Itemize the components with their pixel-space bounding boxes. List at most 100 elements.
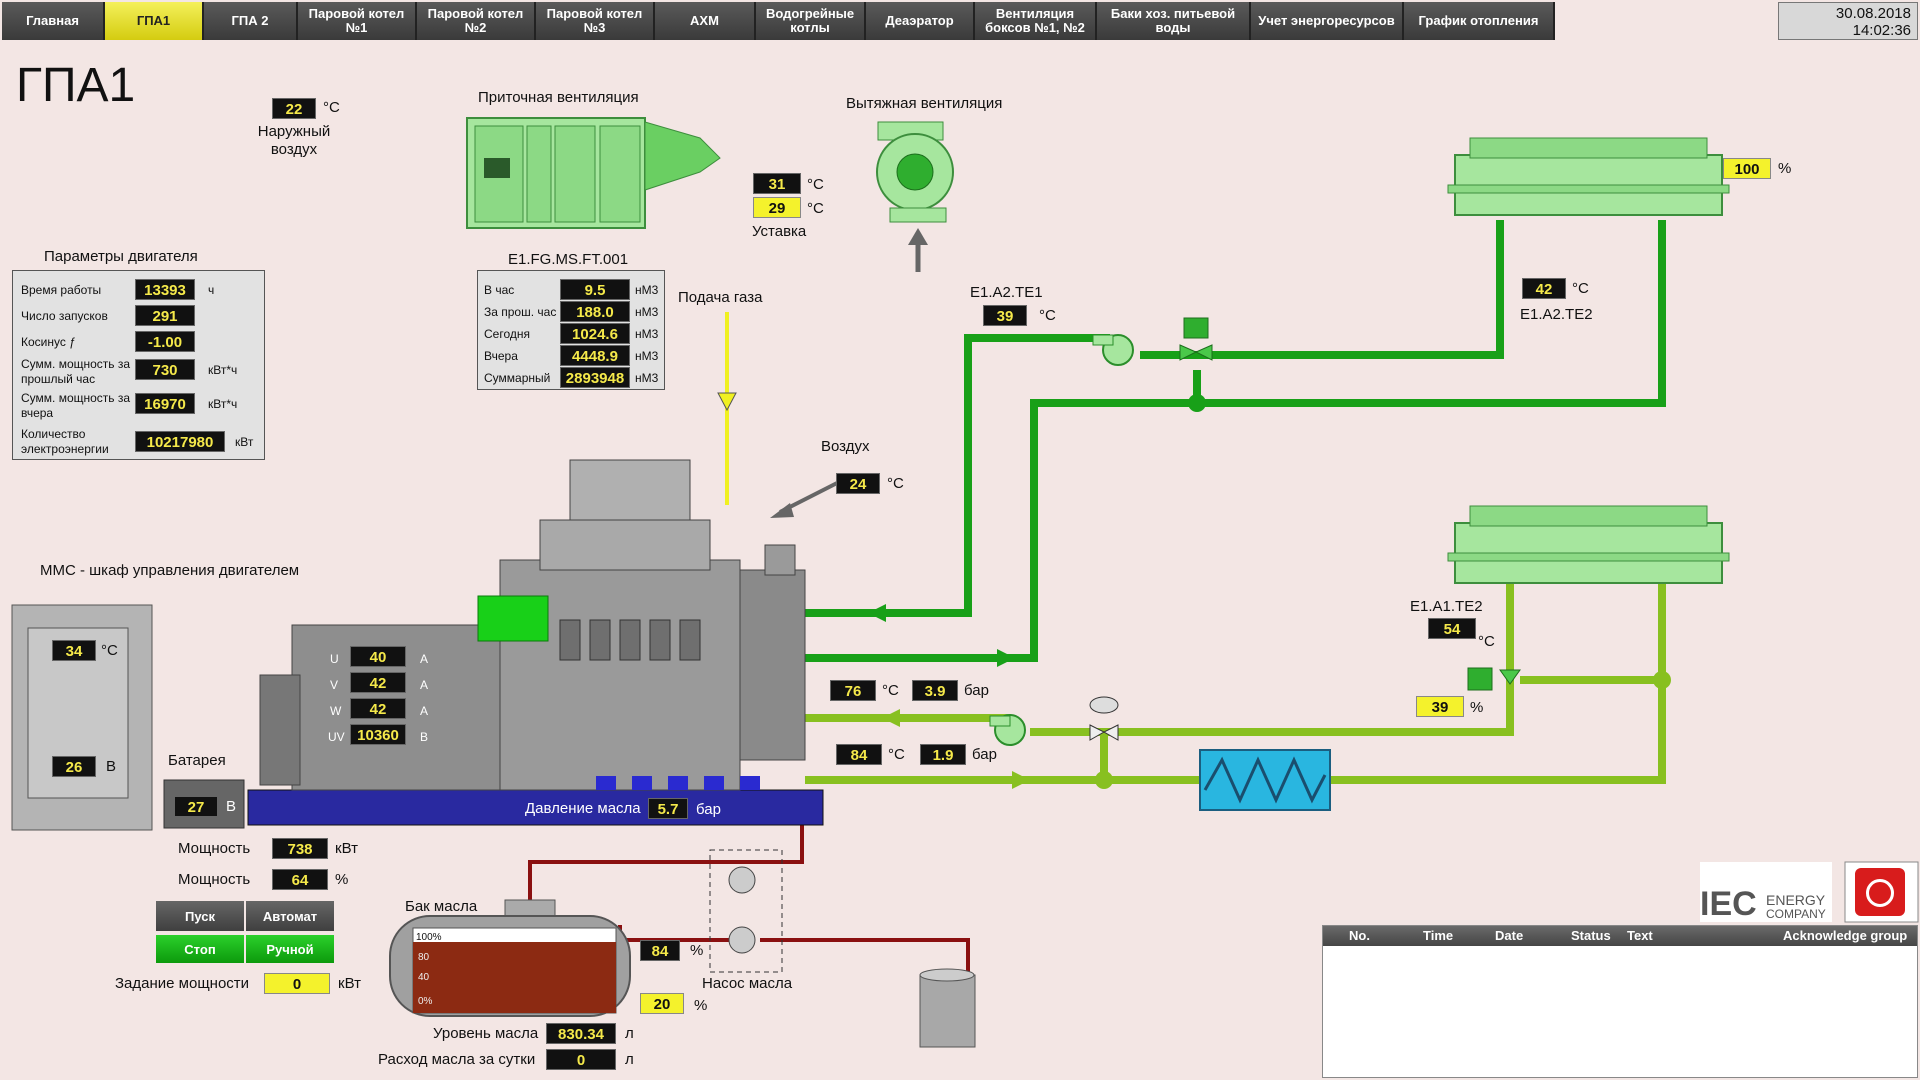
air-label: Воздух bbox=[821, 438, 870, 455]
valve-lo bbox=[1089, 696, 1119, 741]
cooler-hi bbox=[1447, 137, 1730, 216]
manual-button[interactable]: Ручной bbox=[246, 935, 334, 963]
supply-vent-setpoint[interactable]: 29 bbox=[753, 197, 801, 218]
param-label: Сумм. мощность за вчера bbox=[21, 391, 131, 420]
nav-akhm[interactable]: АХМ bbox=[655, 2, 756, 40]
oil-pct-1: 84 bbox=[640, 940, 680, 961]
nav-boiler-3[interactable]: Паровой котел №3 bbox=[536, 2, 655, 40]
nav-energy-accounting[interactable]: Учет энергоресурсов bbox=[1251, 2, 1404, 40]
auto-button[interactable]: Автомат bbox=[246, 901, 334, 931]
nav-deaerator[interactable]: Деаэратор bbox=[866, 2, 975, 40]
outdoor-label: Наружный воздух bbox=[257, 123, 331, 158]
param-label: Число запусков bbox=[21, 309, 108, 323]
oil-pct-2-unit: % bbox=[694, 997, 708, 1014]
gen-phase-unit: A bbox=[420, 704, 429, 718]
oil-flow-unit: л bbox=[625, 1051, 634, 1068]
gas-row-unit: нМ3 bbox=[635, 349, 659, 363]
oil-flow-label: Расход масла за сутки bbox=[378, 1051, 536, 1068]
gas-row-label: Сегодня bbox=[484, 327, 530, 341]
param-unit: ч bbox=[208, 283, 215, 297]
supply-vent-unit bbox=[466, 117, 721, 229]
battery-value: 27 bbox=[174, 796, 218, 817]
lo-te2-label: E1.A1.TE2 bbox=[1410, 598, 1483, 615]
supply-vent-temp-unit: °C bbox=[807, 176, 824, 193]
gas-row-label: Вчера bbox=[484, 349, 518, 363]
oil-pressure-value: 5.7 bbox=[648, 798, 688, 819]
alarm-col[interactable]: No. bbox=[1349, 928, 1370, 943]
nav-box-ventilation[interactable]: Вентиляция боксов №1, №2 bbox=[975, 2, 1097, 40]
alarm-col[interactable]: Date bbox=[1495, 928, 1524, 943]
power-setpoint-input[interactable]: 0 bbox=[264, 973, 330, 994]
gen-phase-label: U bbox=[330, 652, 339, 666]
power-setpoint-unit: кВт bbox=[338, 975, 361, 992]
nav-boiler-2[interactable]: Паровой котел №2 bbox=[417, 2, 536, 40]
alarm-col[interactable]: Acknowledge group bbox=[1783, 928, 1908, 943]
lo-p-out-value: 3.9 bbox=[912, 680, 958, 701]
page-title: ГПА1 bbox=[16, 59, 136, 112]
mms-temp-value: 34 bbox=[52, 640, 96, 661]
lo-temp-junction bbox=[1095, 771, 1113, 789]
battery-label: Батарея bbox=[168, 752, 226, 769]
param-label: Количество электроэнергии bbox=[21, 427, 109, 456]
battery-unit: В bbox=[226, 798, 237, 815]
oil-pct-2[interactable]: 20 bbox=[640, 993, 684, 1014]
nav-boiler-1[interactable]: Паровой котел №1 bbox=[298, 2, 417, 40]
param-label: Сумм. мощность за прошлый час bbox=[21, 357, 131, 386]
lo-te2-unit: °C bbox=[1478, 633, 1495, 650]
nav-main[interactable]: Главная bbox=[2, 2, 105, 40]
oil-pressure-label: Давление масла bbox=[525, 800, 641, 817]
gas-row-unit: нМ3 bbox=[635, 283, 659, 297]
oil-level-unit: л bbox=[625, 1025, 634, 1042]
gas-row-unit: нМ3 bbox=[635, 305, 659, 319]
nav-water-tanks[interactable]: Баки хоз. питьевой воды bbox=[1097, 2, 1251, 40]
pump-lo bbox=[989, 714, 1026, 746]
te2-value: 42 bbox=[1522, 278, 1566, 299]
oil-tank-label: Бак масла bbox=[405, 898, 478, 915]
nav-gpa2[interactable]: ГПА 2 bbox=[204, 2, 298, 40]
alarm-col[interactable]: Time bbox=[1423, 928, 1454, 943]
lo-p-in-value: 1.9 bbox=[920, 744, 966, 765]
valve-lo-2 bbox=[1467, 667, 1521, 691]
nav-gpa1[interactable]: ГПА1 bbox=[105, 2, 204, 40]
param-unit: кВт bbox=[235, 435, 254, 449]
param-value: 291 bbox=[135, 305, 195, 326]
te1-label: E1.A2.TE1 bbox=[970, 284, 1043, 301]
gen-phase-label: W bbox=[330, 704, 342, 718]
supply-vent-setpoint-unit: °C bbox=[807, 200, 824, 217]
gen-voltage-unit: В bbox=[420, 730, 429, 744]
alarm-header: No. Time Date Status Text Acknowledge gr… bbox=[1323, 926, 1917, 946]
mms-cabinet bbox=[11, 604, 153, 831]
engine-params-panel: Время работы 13393 ч Число запусков 291 … bbox=[12, 270, 265, 460]
power-off-icon[interactable] bbox=[1866, 879, 1894, 907]
gen-phase-value: 42 bbox=[350, 672, 406, 693]
exhaust-vent-label: Вытяжная вентиляция bbox=[846, 95, 1003, 112]
oil-level-mark: 100% bbox=[416, 932, 442, 943]
stop-button[interactable]: Стоп bbox=[156, 935, 244, 963]
flow-arrow-2 bbox=[997, 649, 1015, 667]
pump-hi bbox=[1092, 334, 1134, 366]
gas-row-value: 9.5 bbox=[560, 279, 630, 300]
alarm-col[interactable]: Status bbox=[1571, 928, 1611, 943]
power-pct-unit: % bbox=[335, 871, 349, 888]
start-button[interactable]: Пуск bbox=[156, 901, 244, 931]
te2-label: E1.A2.TE2 bbox=[1520, 306, 1593, 323]
cooler-hi-pct-unit: % bbox=[1778, 160, 1792, 177]
air-arrow-head bbox=[770, 503, 794, 518]
gas-meter-title: E1.FG.MS.FT.001 bbox=[508, 251, 629, 268]
oil-level-label: Уровень масла bbox=[433, 1025, 539, 1042]
param-unit: кВт*ч bbox=[208, 363, 238, 377]
alarm-col[interactable]: Text bbox=[1627, 928, 1653, 943]
alarm-table: No. Time Date Status Text Acknowledge gr… bbox=[1322, 925, 1918, 1078]
gen-phase-unit: A bbox=[420, 678, 429, 692]
nav-heating-schedule[interactable]: График отопления bbox=[1404, 2, 1555, 40]
flow-arrow-4 bbox=[1012, 771, 1030, 789]
gen-phase-unit: A bbox=[420, 652, 429, 666]
power-setpoint-label: Задание мощности bbox=[115, 975, 250, 992]
gen-phase-label: V bbox=[330, 678, 339, 692]
gen-phase-value: 42 bbox=[350, 698, 406, 719]
air-temp-unit: °C bbox=[887, 475, 904, 492]
nav-water-boilers[interactable]: Водогрейные котлы bbox=[756, 2, 866, 40]
oil-level-mark: 40 bbox=[418, 972, 430, 983]
lo-t-out-value: 76 bbox=[830, 680, 876, 701]
